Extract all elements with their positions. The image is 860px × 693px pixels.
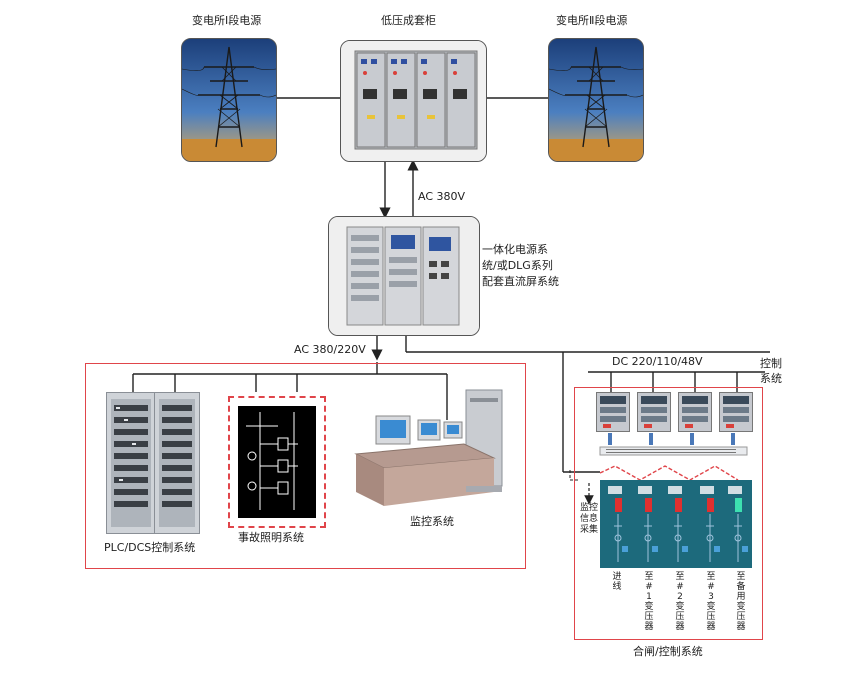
monitoring-label: 监控系统 (410, 515, 454, 528)
integrated-power-label-line1: 一体化电源系 (482, 243, 548, 256)
plc-dcs-label: PLC/DCS控制系统 (104, 541, 196, 554)
switch-control-label: 合闸/控制系统 (633, 645, 703, 658)
integrated-power-label-line3: 配套直流屏系统 (482, 275, 559, 288)
feeder-label-transformer-1: 至#1变压器 (644, 572, 654, 632)
low-voltage-cabinet-image (340, 40, 487, 162)
feeder-label-transformer-2: 至#2变压器 (675, 572, 685, 632)
control-system-label-line1: 控制 (760, 357, 782, 370)
control-unit-4-image (719, 392, 753, 432)
switch-control-group (574, 387, 763, 640)
integrated-power-label-line2: 统/或DLG系列 (482, 259, 553, 272)
emergency-lighting-label: 事故照明系统 (238, 531, 304, 544)
control-system-label: 控制 系统 (760, 356, 782, 386)
monitor-info-label: 监控信息采集 (579, 503, 598, 535)
ac380-label: AC 380V (418, 190, 466, 203)
ac-loads-group (85, 363, 526, 569)
control-unit-3-image (678, 392, 712, 432)
feeder-label-incoming: 进线 (612, 572, 622, 592)
control-unit-2-image (637, 392, 671, 432)
feeder-label-transformer-3: 至#3变压器 (706, 572, 716, 632)
control-system-label-line2: 系统 (760, 372, 782, 385)
plc-cabinet-left-image (106, 392, 156, 534)
switchgear-panel-image (600, 480, 752, 568)
integrated-power-cabinet-image (328, 216, 480, 336)
dc-voltage-label: DC 220/110/48V (612, 355, 703, 368)
plc-cabinet-right-image (154, 392, 200, 534)
source-left-label: 变电所Ⅰ段电源 (192, 14, 262, 27)
integrated-power-label: 一体化电源系 统/或DLG系列 配套直流屏系统 (482, 242, 559, 290)
power-tower-left-image (181, 38, 277, 162)
ac380-220-label: AC 380/220V (294, 343, 366, 356)
communication-bus-image (596, 433, 751, 463)
emergency-lighting-schematic-image (238, 406, 316, 518)
monitoring-console-image (354, 388, 506, 512)
power-tower-right-image (548, 38, 644, 162)
source-right-label: 变电所Ⅱ段电源 (556, 14, 628, 27)
feeder-label-standby-transformer: 至备用变压器 (736, 572, 746, 632)
cabinet-label: 低压成套柜 (381, 14, 436, 27)
emergency-lighting-frame (228, 396, 326, 528)
control-unit-1-image (596, 392, 630, 432)
